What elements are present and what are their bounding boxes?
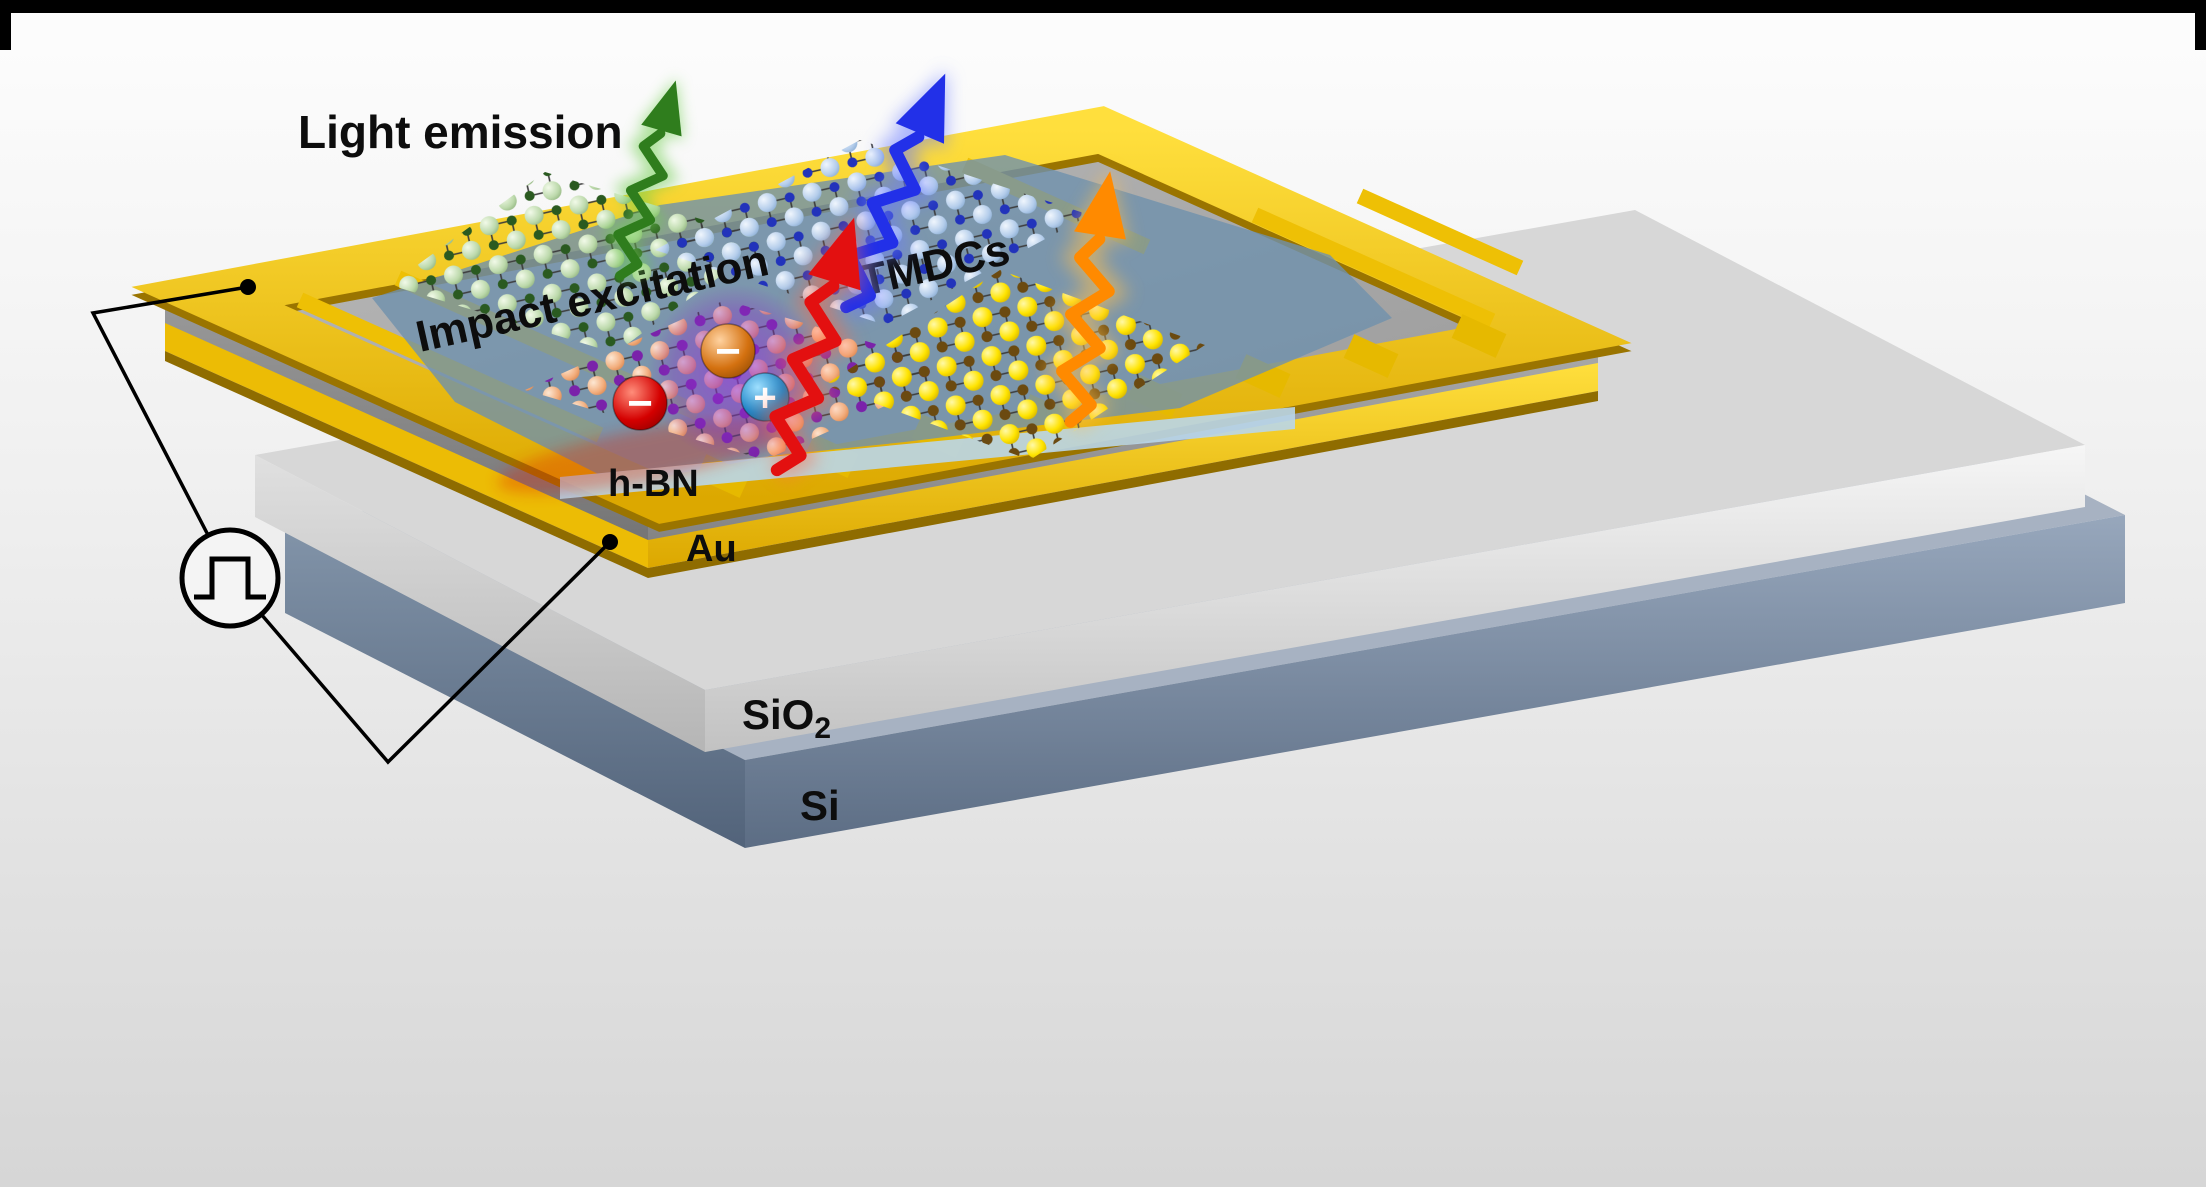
si-left-face — [285, 525, 745, 848]
sio2-front-face — [705, 445, 2085, 752]
h-bn-edge-step — [560, 407, 1295, 499]
emission-arrow-green — [601, 77, 684, 285]
square-pulse-icon — [194, 556, 266, 600]
impact-excitation-arrow — [756, 213, 864, 481]
contact-dot-bottom — [602, 534, 618, 550]
tmdc-flakes — [390, 140, 1205, 460]
circuit-wire-bottom — [259, 540, 612, 765]
au-front-strip-right — [648, 363, 1598, 568]
si-label: Si — [800, 782, 840, 829]
emission-arrow-blue — [830, 70, 947, 320]
au-front-lip-left — [165, 351, 648, 578]
tmdc-flake-yellow — [825, 270, 1205, 460]
electron-symbol: − — [715, 327, 741, 376]
drive-circuit — [90, 279, 618, 765]
slide-frame — [0, 0, 2206, 50]
au-label: Au — [686, 528, 737, 570]
sio2-left-face — [255, 455, 705, 752]
light-emission-label: Light emission — [298, 106, 623, 158]
charge-carriers: − − + — [612, 323, 790, 431]
emission-arrow-orange — [1041, 167, 1130, 433]
au-front-strip-left — [165, 323, 648, 568]
h-bn-label: h-BN — [608, 463, 699, 505]
sio2-label-base: SiO — [742, 691, 814, 738]
right-black-corner — [2195, 0, 2206, 50]
electron-symbol: − — [627, 379, 653, 428]
left-black-corner — [0, 0, 11, 50]
au-front-lip-right — [648, 391, 1598, 578]
pulse-generator-icon — [179, 527, 281, 629]
contact-dot-top — [240, 279, 256, 295]
sio2-label-subscript: 2 — [814, 712, 831, 745]
si-front-face — [745, 515, 2125, 848]
sio2-label: SiO2 — [742, 691, 831, 745]
circuit-wire-top — [90, 285, 249, 536]
electron-marker-red: − — [612, 375, 668, 431]
electron-marker-orange: − — [700, 323, 756, 379]
top-black-edge — [0, 0, 2206, 13]
